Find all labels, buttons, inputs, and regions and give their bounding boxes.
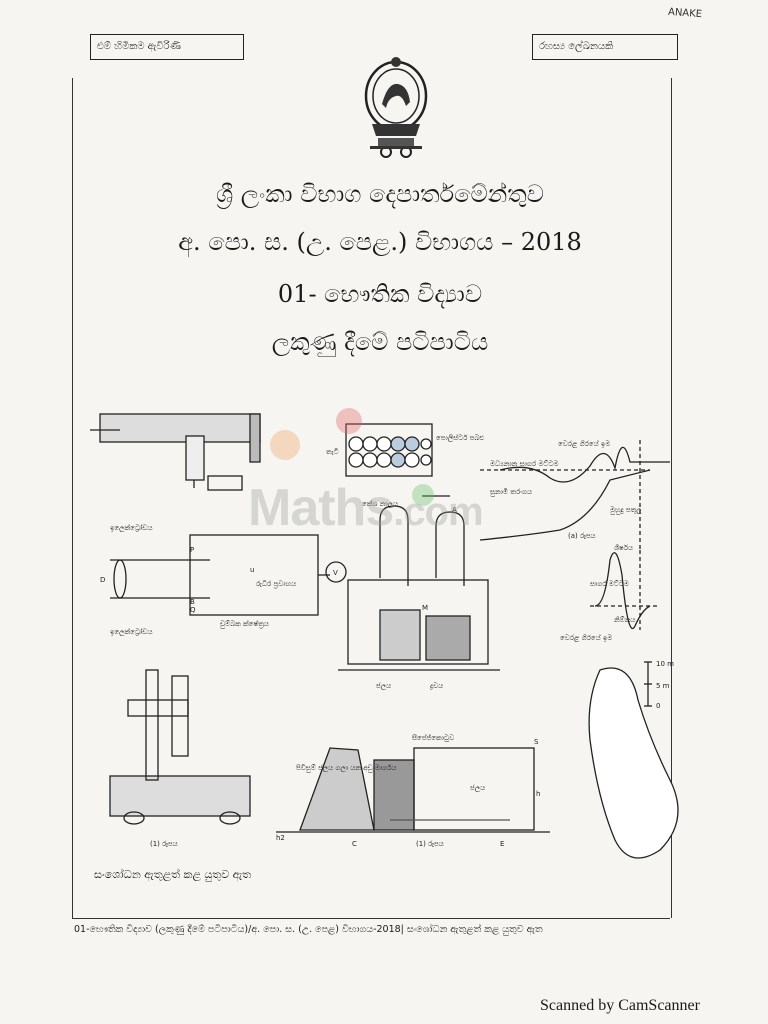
diagram-collage: වෙරළ ගිරයේ ඉම මධ්‍යනාන සාගර මට්ටම සුනාමි… bbox=[90, 413, 679, 859]
label-s: S bbox=[534, 738, 539, 746]
label-liquid: ද්‍රවය bbox=[430, 682, 443, 690]
label-flow-path: පිවිසුම් ජලය ගලා යන අඩු මාර්ගය bbox=[296, 764, 397, 773]
label-b: B bbox=[190, 598, 195, 606]
label-dam-wall: සීපේජ්කොටුව bbox=[412, 734, 454, 742]
label-water: ජලය bbox=[376, 682, 391, 690]
page-frame bbox=[72, 78, 672, 918]
handwritten-corner-note: ANAKE bbox=[667, 6, 703, 21]
island-map-diagram bbox=[588, 661, 679, 859]
label-m: M bbox=[422, 604, 428, 612]
national-emblem-icon bbox=[364, 57, 428, 158]
label-h: h bbox=[536, 790, 540, 798]
label-water-body: ජලය bbox=[470, 784, 485, 792]
label-sea-level: සාගර මට්ටම bbox=[590, 580, 629, 588]
page-footer: 01-භෞතික විද්‍යාව (ලකුණු දීමේ පටිපාටිය)/… bbox=[74, 924, 543, 935]
subject-title: 01- භෞතික විද්‍යාව bbox=[277, 280, 483, 308]
label-fig-1: (1) රූපය bbox=[416, 840, 444, 848]
label-trough: නිම්නය bbox=[614, 616, 635, 624]
label-c: C bbox=[352, 840, 357, 848]
label-electrode-top: ඉලෙක්ට්‍රෝඩය bbox=[110, 524, 153, 532]
electromagnetic-flowmeter-diagram bbox=[110, 534, 347, 616]
u-tube-apparatus-diagram bbox=[338, 495, 500, 671]
label-scale-5: 5 m bbox=[656, 682, 670, 690]
label-fig-a: (a) රූපය bbox=[568, 532, 596, 540]
confidential-box: රහස්‍ය ලේඛනයකි bbox=[532, 34, 678, 60]
label-tap: කේශ නාලය bbox=[362, 500, 398, 508]
label-scale-0: 0 bbox=[656, 702, 660, 710]
label-u: u bbox=[250, 566, 254, 574]
travelling-microscope-diagram bbox=[109, 669, 251, 825]
department-title: ශ්‍රී ලංකා විභාග දෙපාර්තමේන්තුව bbox=[216, 180, 544, 208]
beads-container-diagram bbox=[345, 423, 433, 477]
label-scale-10: 10 m bbox=[656, 660, 674, 668]
watermark-dot-red bbox=[336, 408, 362, 434]
correction-note: සංශෝධන ඇතුළත් කළ යුතුව ඇත bbox=[94, 868, 252, 881]
label-coast: වෙරළ ගිරයේ ඉම bbox=[560, 634, 612, 642]
tsunami-wave-graph bbox=[479, 440, 670, 550]
exam-title: අ. පො. ස. (උ. පෙළ.) විභාගය – 2018 bbox=[178, 228, 582, 256]
wave-profile-graph bbox=[590, 550, 660, 630]
label-tsunami: සුනාමි තරංගය bbox=[490, 488, 532, 497]
capillary-apparatus-diagram bbox=[90, 413, 261, 491]
label-magnetic-field: චුම්බක ක්ෂේත්‍රය bbox=[220, 620, 269, 629]
footer-divider bbox=[72, 918, 670, 919]
label-e: E bbox=[500, 840, 504, 848]
label-p: P bbox=[190, 546, 194, 554]
seepage-dam-diagram bbox=[276, 747, 550, 833]
label-land-slope: මුහුදු පතුල bbox=[610, 506, 642, 515]
watermark-dot-orange bbox=[270, 430, 300, 460]
label-q: Q bbox=[190, 606, 196, 614]
label-beads: තැටි bbox=[326, 448, 339, 456]
label-a: A bbox=[452, 506, 457, 514]
label-v: V bbox=[333, 569, 338, 577]
label-sand-grains: පොලිස්ටර් පබළු bbox=[436, 434, 484, 442]
label-ocean-wave-level: වෙරළ ගිරයේ ඉම bbox=[558, 440, 610, 448]
label-d: D bbox=[100, 576, 105, 584]
marking-scheme-title: ලකුණු දීමේ පටිපාටිය bbox=[271, 328, 489, 356]
copyright-box: ළුම් හිමිකම ඇවිරිණි bbox=[90, 34, 244, 60]
label-fig-1b: (1) රූපය bbox=[150, 840, 178, 848]
label-crest: ශීර්ෂය bbox=[614, 544, 633, 552]
watermark-text: Maths.com bbox=[248, 479, 484, 537]
scanner-credit: Scanned by CamScanner bbox=[540, 997, 700, 1014]
label-blood-flow: රුධිර ප්‍රවාහය bbox=[256, 580, 296, 589]
label-electrode-bottom: ඉලෙක්ට්‍රෝඩය bbox=[110, 628, 153, 636]
label-h2: h2 bbox=[276, 834, 285, 842]
watermark-dot-green bbox=[412, 484, 434, 506]
label-mean-sea-level: මධ්‍යනාන සාගර මට්ටම bbox=[490, 460, 559, 468]
